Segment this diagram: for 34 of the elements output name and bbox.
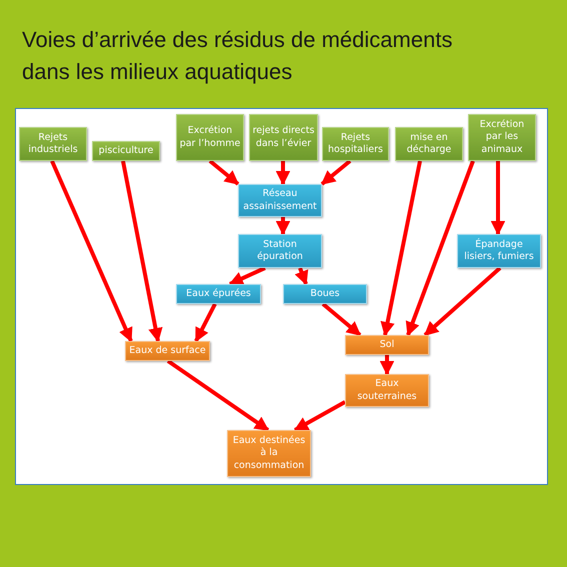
process-box: Réseau assainissement <box>238 184 322 217</box>
arrow <box>490 161 506 236</box>
source-box: Rejets hospitaliers <box>322 127 389 161</box>
arrow <box>380 160 422 336</box>
arrow <box>320 159 352 186</box>
receptor-box: Eaux souterraines <box>345 374 429 407</box>
arrow <box>380 355 394 376</box>
process-box: Boues <box>283 284 367 304</box>
arrow <box>208 159 240 186</box>
arrow <box>294 267 308 286</box>
receptor-box: Eaux destinées à la consommation <box>227 430 311 477</box>
receptor-box: Eaux de surface <box>125 341 210 361</box>
arrow <box>406 160 475 336</box>
receptor-box: Sol <box>345 335 429 355</box>
arrow <box>228 266 266 286</box>
arrow <box>424 266 502 336</box>
source-box: Excrétion par les animaux <box>468 114 536 161</box>
source-box: rejets directs dans l’évier <box>249 114 318 161</box>
process-box: Station épuration <box>238 234 322 268</box>
source-box: pisciculture <box>92 141 160 161</box>
arrow <box>121 160 163 342</box>
process-box: Épandage lisiers, fumiers <box>457 234 541 268</box>
source-box: mise en décharge <box>395 127 463 161</box>
arrow <box>276 217 290 236</box>
source-box: Excrétion par l’homme <box>176 114 244 161</box>
arrow <box>166 359 270 432</box>
source-box: Rejets industriels <box>19 127 87 161</box>
arrow <box>322 302 362 337</box>
process-box: Eaux épurées <box>176 284 261 304</box>
arrow <box>50 160 133 342</box>
arrow <box>194 303 217 342</box>
arrow <box>276 161 290 186</box>
arrow <box>294 400 346 432</box>
title: Voies d’arrivée des résidus de médicaments dans les milieux aquatiques <box>22 26 454 86</box>
